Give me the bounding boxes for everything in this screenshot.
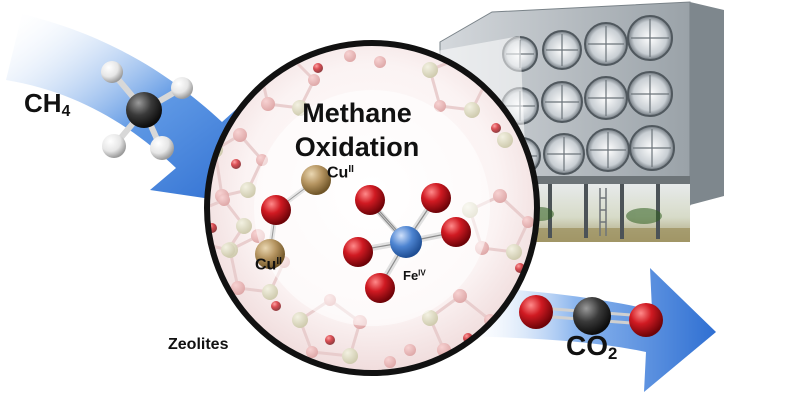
oxygen-atom	[519, 295, 553, 329]
copper-atom	[255, 239, 285, 269]
carbon-atom	[573, 297, 611, 335]
methane-molecule-icon	[101, 61, 193, 160]
title-line-1: Methane	[302, 98, 412, 128]
hydrogen-atom	[171, 77, 193, 99]
carbon-atom	[126, 92, 162, 128]
methane-label: CH4	[24, 88, 70, 121]
oxygen-atom	[629, 303, 663, 337]
zeolites-label: Zeolites	[168, 336, 229, 353]
iron-symbol: Fe	[403, 268, 419, 283]
oxygen-atom	[261, 195, 291, 225]
copper-symbol: Cu	[255, 256, 277, 274]
copper-atom	[301, 165, 331, 195]
iron-label: FeIV	[403, 268, 426, 283]
copper-oxidation-state: II	[348, 164, 354, 175]
oxygen-atom	[343, 237, 373, 267]
oxygen-atom	[441, 217, 471, 247]
oxygen-atom	[355, 185, 385, 215]
copper-oxidation-state: II	[276, 256, 282, 267]
iron-oxidation-state: IV	[418, 268, 426, 278]
co2-formula: CO	[566, 330, 608, 361]
title-line-2: Oxidation	[294, 132, 420, 162]
oxygen-atom	[421, 183, 451, 213]
iron-oxo-site	[343, 183, 471, 303]
copper-label-top: CuII	[327, 164, 354, 182]
diagram-title: Methane Oxidation	[262, 96, 452, 164]
co2-label: CO2	[566, 330, 617, 364]
copper-label-bottom: CuII	[255, 256, 282, 274]
copper-symbol: Cu	[327, 164, 349, 182]
copper-oxo-site	[255, 165, 331, 269]
hydrogen-atom	[102, 134, 126, 158]
hydrogen-atom	[150, 136, 174, 160]
co2-subscript: 2	[608, 344, 618, 364]
methane-subscript: 4	[61, 102, 71, 120]
co2-molecule-icon	[519, 295, 663, 337]
hydrogen-atom	[101, 61, 123, 83]
methane-formula: CH	[24, 88, 62, 118]
oxygen-atom	[365, 273, 395, 303]
iron-atom	[390, 226, 422, 258]
